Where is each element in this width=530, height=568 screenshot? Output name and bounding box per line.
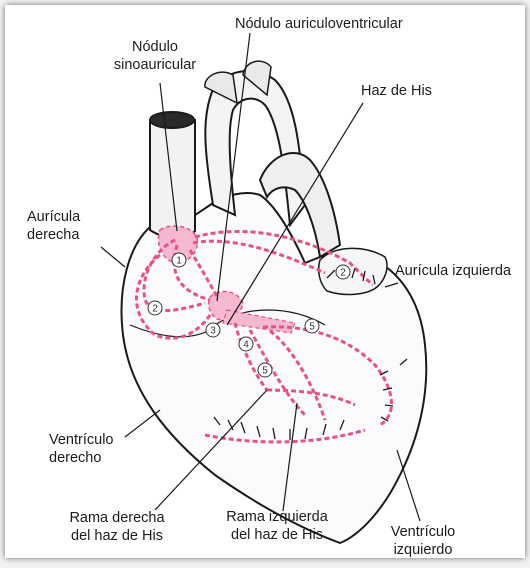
marker-2-right: 2 (148, 301, 162, 315)
svg-text:5: 5 (309, 322, 315, 333)
diagram-frame: 1 2 2 3 4 5 5 (5, 5, 525, 558)
label-line: Rama izquierda (226, 508, 328, 526)
label-left-branch: Rama izquierda del haz de His (226, 508, 328, 544)
marker-3: 3 (206, 323, 220, 337)
label-line: derecho (49, 449, 114, 467)
marker-5-right: 5 (258, 363, 272, 377)
label-line: del haz de His (226, 526, 328, 544)
label-right-branch: Rama derecha del haz de His (69, 509, 164, 545)
label-sa-node: Nódulo sinoauricular (114, 38, 196, 74)
label-av-node: Nódulo auriculoventricular (235, 15, 403, 33)
label-line: Rama derecha (69, 509, 164, 527)
marker-2-left: 2 (336, 265, 350, 279)
label-line: Ventrículo (391, 523, 456, 541)
superior-vena-cava (150, 120, 195, 238)
label-right-atrium: Aurícula derecha (27, 208, 80, 244)
svg-text:5: 5 (262, 366, 268, 377)
marker-1: 1 (172, 253, 186, 267)
label-bundle-his: Haz de His (361, 82, 432, 100)
leader-right-atrium (101, 247, 125, 267)
svg-text:4: 4 (243, 340, 249, 351)
heart-conduction-diagram: 1 2 2 3 4 5 5 (5, 5, 525, 558)
svg-text:1: 1 (176, 256, 182, 267)
leader-right-ventricle (125, 410, 160, 437)
label-left-atrium: Aurícula izquierda (395, 262, 511, 280)
vena-cava-opening (150, 112, 194, 128)
leader-left-ventricle (397, 450, 420, 521)
svg-text:2: 2 (340, 268, 346, 279)
label-line: izquierdo (391, 541, 456, 558)
label-line: Aurícula (27, 208, 80, 226)
svg-text:3: 3 (210, 326, 216, 337)
label-line: sinoauricular (114, 56, 196, 74)
marker-4: 4 (239, 337, 253, 351)
label-line: del haz de His (69, 527, 164, 545)
svg-text:2: 2 (152, 304, 158, 315)
label-line: Nódulo (114, 38, 196, 56)
label-right-ventricle: Ventrículo derecho (49, 431, 114, 467)
left-atrium-outline (319, 248, 387, 294)
marker-5-left: 5 (305, 319, 319, 333)
label-left-ventricle: Ventrículo izquierdo (391, 523, 456, 558)
label-line: Ventrículo (49, 431, 114, 449)
label-line: derecha (27, 226, 80, 244)
